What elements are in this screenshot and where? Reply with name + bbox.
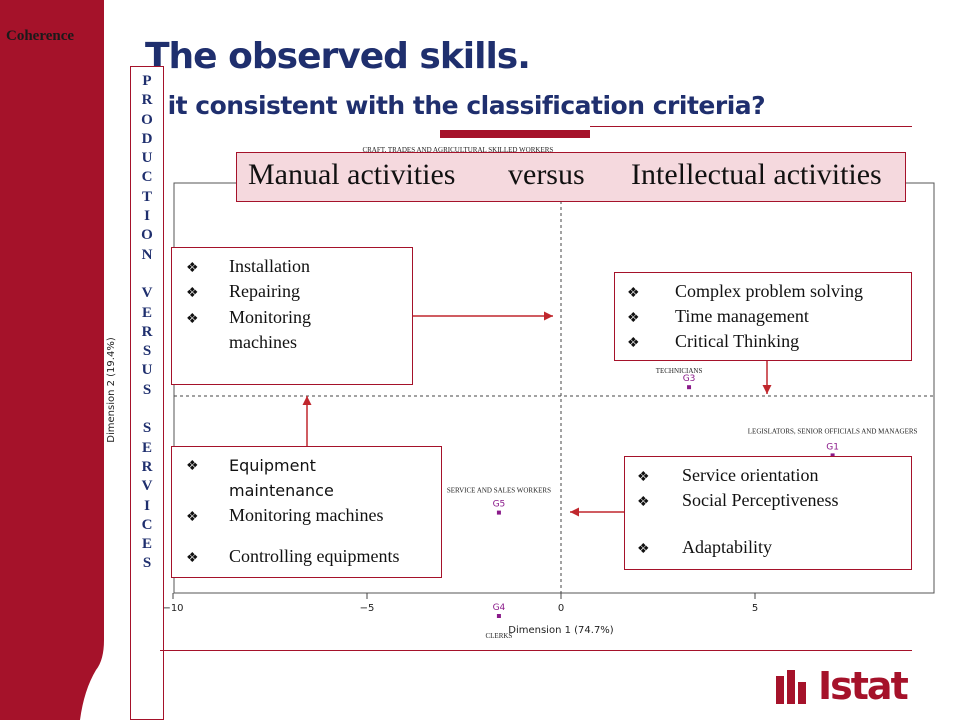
diamond-bullet-icon: ❖ [186,312,199,327]
skill-repairing: Repairing [229,281,300,301]
title-rule [590,126,912,127]
header-box [236,152,906,202]
point-label-g3: TECHNICIANS [656,367,703,375]
point-marker-g1 [830,453,835,458]
diamond-bullet-icon: ❖ [186,459,199,474]
diamond-bullet-icon: ❖ [627,336,640,351]
vertical-axis-band [130,66,164,720]
x-axis-label: Dimension 1 (74.7%) [508,625,614,636]
title-accent-bar [440,130,590,138]
point-id-g1: G1 [826,442,839,452]
box-services-manual [171,446,442,578]
header-intellectual: Intellectual activities [631,158,882,191]
point-id-g3: G3 [683,374,696,384]
point-label-g6: CRAFT, TRADES AND AGRICULTURAL SKILLED W… [362,146,553,154]
skill-equipment-cont: maintenance [229,481,334,500]
box-production-manual [171,247,413,385]
box-production-intellectual [614,272,912,361]
skill-monitoring-machines: Monitoring machines [229,505,384,525]
skill-complex-problem-solving: Complex problem solving [675,281,863,301]
point-marker-g4 [496,614,501,618]
skill-time-management: Time management [675,306,809,326]
diamond-bullet-icon: ❖ [186,286,199,301]
header-versus: versus [508,158,585,191]
x-tick-label: −10 [162,603,183,614]
diamond-bullet-icon: ❖ [186,551,199,566]
diamond-bullet-icon: ❖ [186,510,199,525]
slide-title: The observed skills. [145,36,531,77]
istat-logo-icon [776,670,806,704]
skill-equipment: Equipment [229,456,316,475]
skill-monitoring-cont: machines [229,332,297,352]
diamond-bullet-icon: ❖ [627,286,640,301]
istat-logo-text: Istat [818,664,909,708]
skill-critical-thinking: Critical Thinking [675,331,800,351]
diamond-bullet-icon: ❖ [637,542,650,557]
section-label: Coherence [6,28,75,44]
point-label-g1: LEGISLATORS, SENIOR OFFICIALS AND MANAGE… [748,427,918,435]
point-label-g4: CLERKS [485,632,512,640]
skill-controlling-equipments: Controlling equipments [229,546,400,566]
box-services-intellectual [624,456,912,570]
y-axis-label: Dimension 2 (19.4%) [106,337,117,443]
x-tick-label: 0 [558,603,564,614]
diamond-bullet-icon: ❖ [627,311,640,326]
skill-adaptability: Adaptability [682,537,772,557]
point-label-g5: SERVICE AND SALES WORKERS [447,487,551,495]
skill-service-orientation: Service orientation [682,465,819,485]
point-id-g4: G4 [493,603,506,613]
point-marker-g3 [687,385,692,390]
diamond-bullet-icon: ❖ [637,495,650,510]
header-manual: Manual activities [248,158,456,191]
slide-subtitle: s it consistent with the classification … [145,91,766,120]
sidebar-band [0,0,104,720]
skill-social-perceptiveness: Social Perceptiveness [682,490,839,510]
vertical-axis-label: P R O D U C T I O N V E R S U S S E R V … [141,73,153,572]
diamond-bullet-icon: ❖ [186,261,199,276]
diamond-bullet-icon: ❖ [637,470,650,485]
skill-installation: Installation [229,256,310,276]
x-tick-label: 5 [752,603,758,614]
point-id-g5: G5 [493,500,506,510]
x-tick-label: −5 [360,603,375,614]
footer-rule [160,650,912,651]
skill-monitoring: Monitoring [229,307,312,327]
point-marker-g5 [496,510,501,515]
